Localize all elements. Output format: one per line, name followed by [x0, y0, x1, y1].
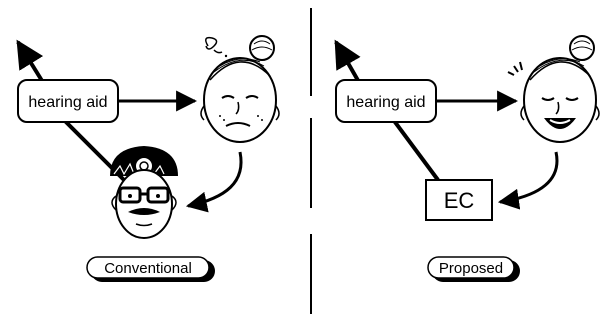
conventional-output-arrow — [16, 39, 46, 86]
proposed-output-arrow — [334, 39, 362, 85]
conventional-panel: hearing aid — [16, 35, 280, 282]
confused-squiggle-icon — [205, 36, 223, 54]
elderly-woman-happy-face-icon — [520, 35, 600, 143]
proposed-caption: Proposed — [439, 260, 503, 277]
proposed-feedback-arrow — [497, 151, 559, 210]
proposed-hearing-aid-label: hearing aid — [346, 94, 425, 111]
conventional-caption-pill: Conventional — [86, 256, 215, 282]
ec-controller-box — [425, 179, 493, 221]
surprise-marks-icon — [507, 61, 523, 76]
elderly-woman-face-icon — [200, 35, 280, 143]
audiologist-face-icon — [110, 146, 178, 239]
ec-controller-label: EC — [444, 188, 475, 213]
conventional-feedback-arrow — [185, 151, 243, 213]
proposed-caption-pill: Proposed — [427, 256, 520, 282]
proposed-panel: hearing aid EC Proposed — [334, 35, 600, 282]
proposed-adjust-line — [390, 116, 440, 182]
conventional-caption: Conventional — [104, 260, 192, 277]
proposed-hearing-aid-box — [335, 79, 437, 123]
conventional-hearing-aid-label: hearing aid — [28, 94, 107, 111]
conventional-hearing-aid-box — [17, 79, 119, 123]
